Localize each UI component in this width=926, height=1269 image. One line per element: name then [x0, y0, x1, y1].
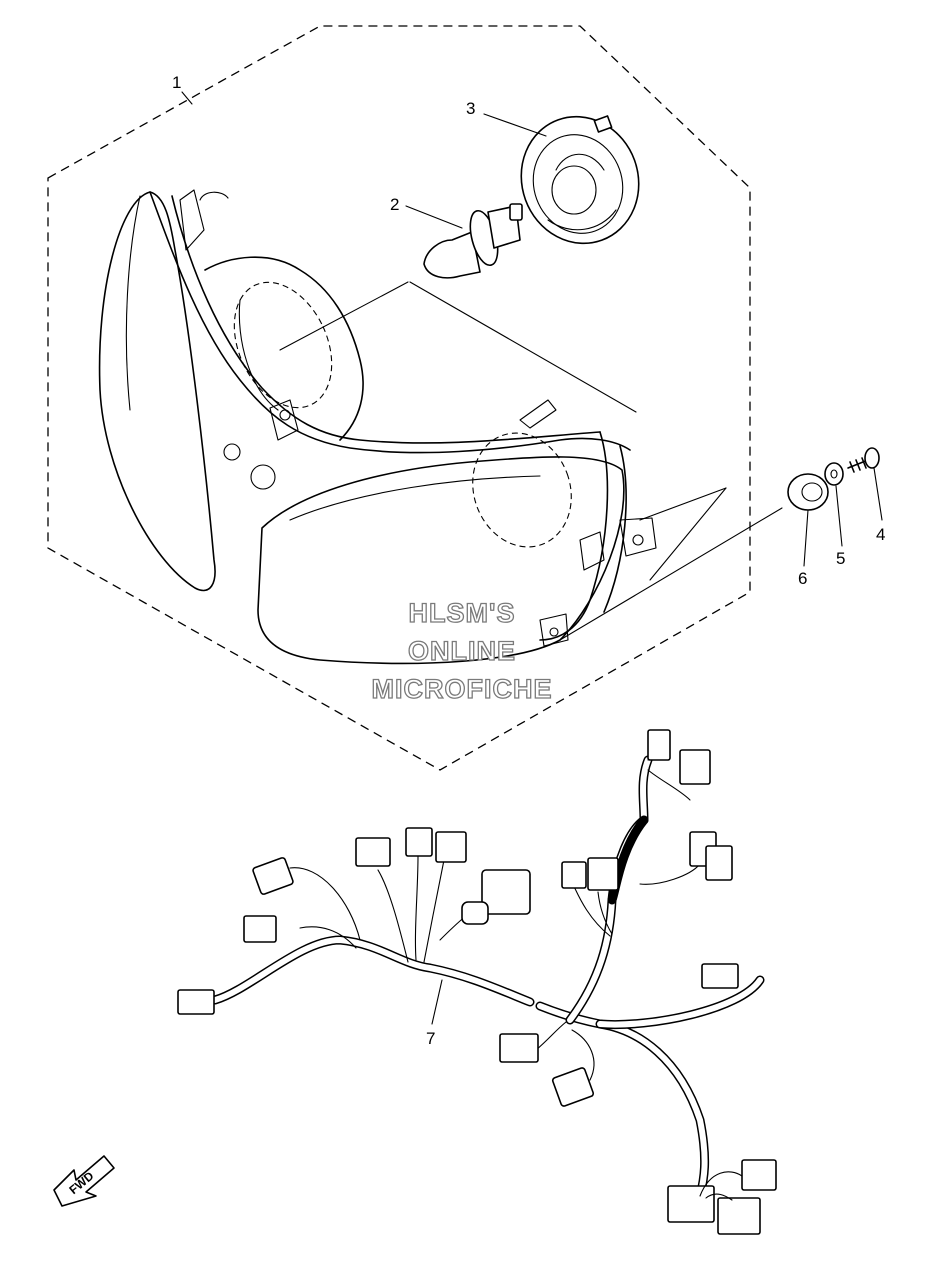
grommet[interactable]: [787, 473, 829, 511]
watermark-line-3: MICROFICHE: [372, 674, 553, 704]
callout-leaders: [181, 91, 883, 1025]
screw[interactable]: [847, 447, 880, 473]
callout-4: 4: [876, 525, 885, 544]
assembly-boundary: [47, 25, 751, 771]
watermark-line-1: HLSM'S: [409, 598, 516, 628]
watermark: HLSM'S ONLINE MICROFICHE: [371, 597, 553, 704]
callout-3: 3: [466, 99, 475, 118]
sub-wire-harness[interactable]: [177, 729, 777, 1235]
callout-6: 6: [798, 569, 807, 588]
forward-direction-arrow-icon: FWD: [53, 1155, 115, 1207]
headlight-assembly[interactable]: [98, 189, 783, 665]
callout-5: 5: [836, 549, 845, 568]
callout-7: 7: [426, 1029, 435, 1048]
callout-2: 2: [390, 195, 399, 214]
watermark-line-2: ONLINE: [408, 636, 516, 666]
headlight-bulb[interactable]: [423, 203, 523, 279]
socket-cover[interactable]: [504, 100, 657, 260]
washer[interactable]: [824, 462, 844, 486]
callout-1: 1: [172, 73, 181, 92]
